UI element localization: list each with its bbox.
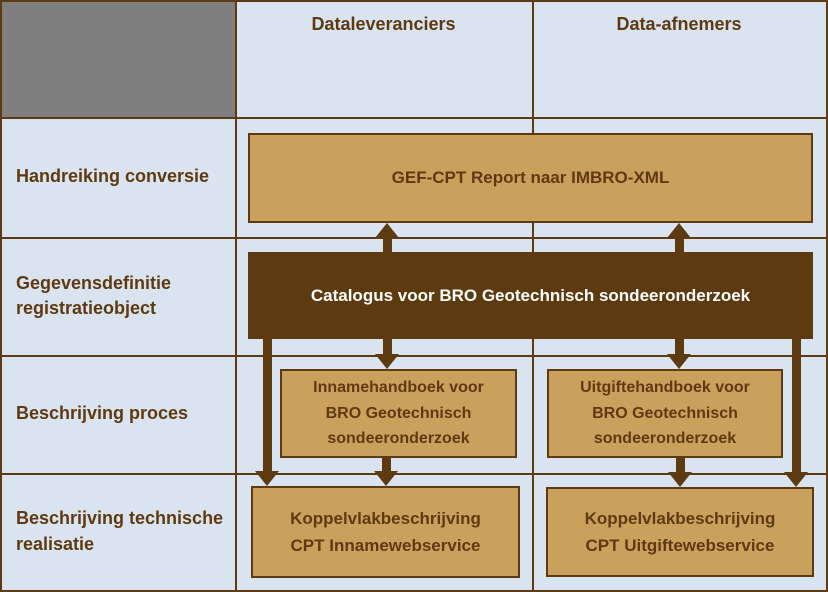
- row-label-handreiking-conversie: Handreiking conversie: [16, 166, 210, 187]
- column-header-data-afnemers: Data-afnemers: [616, 14, 742, 34]
- arrow-shaft: [675, 236, 684, 252]
- arrow-head-down-icon: [668, 472, 692, 487]
- arrow-shaft: [263, 339, 272, 472]
- arrow-shaft: [383, 236, 392, 252]
- column-header-dataleveranciers: Dataleveranciers: [311, 14, 456, 34]
- arrow-head-down-icon: [255, 471, 279, 486]
- grid-line-row-3: [2, 355, 826, 357]
- grid-line-row-1: [2, 117, 826, 119]
- row-label-gegevensdefinitie-registratieobject: Gegevensdefinitie registratieobject: [16, 272, 172, 318]
- row-label-beschrijving-technische-realisatie: Beschrijving technische realisatie: [16, 508, 224, 554]
- arrow-shaft: [382, 458, 391, 472]
- box-koppelvlakbeschrijving-cpt-innamewebservice: Koppelvlakbeschrijving CPT Innamewebserv…: [251, 486, 520, 578]
- corner-cell: [2, 2, 235, 117]
- grid-line-vertical-labels: [235, 2, 237, 590]
- box-uitgiftehandboek: Uitgiftehandboek voor BRO Geotechnisch s…: [547, 369, 783, 458]
- box-koppelvlakbeschrijving-cpt-uitgiftewebservice: Koppelvlakbeschrijving CPT Uitgiftewebse…: [546, 487, 814, 577]
- box-catalogus-bro-geotechnisch-sondeeronderzoek: Catalogus voor BRO Geotechnisch sondeero…: [248, 252, 813, 339]
- arrow-shaft: [383, 339, 392, 355]
- arrow-shaft: [676, 458, 685, 473]
- arrow-head-up-icon: [375, 223, 399, 238]
- grid-line-row-2: [2, 237, 826, 239]
- row-label-beschrijving-proces: Beschrijving proces: [16, 403, 189, 424]
- arrow-head-down-icon: [784, 472, 808, 487]
- arrow-shaft: [792, 339, 801, 473]
- arrow-head-down-icon: [374, 471, 398, 486]
- grid-line-row-4: [2, 473, 826, 475]
- box-innamehandboek: Innamehandboek voor BRO Geotechnisch son…: [280, 369, 517, 458]
- arrow-head-down-icon: [667, 354, 691, 369]
- arrow-head-down-icon: [375, 354, 399, 369]
- box-gef-cpt-report-naar-imbro-xml: GEF-CPT Report naar IMBRO-XML: [248, 133, 813, 223]
- arrow-shaft: [675, 339, 684, 355]
- arrow-head-up-icon: [667, 223, 691, 238]
